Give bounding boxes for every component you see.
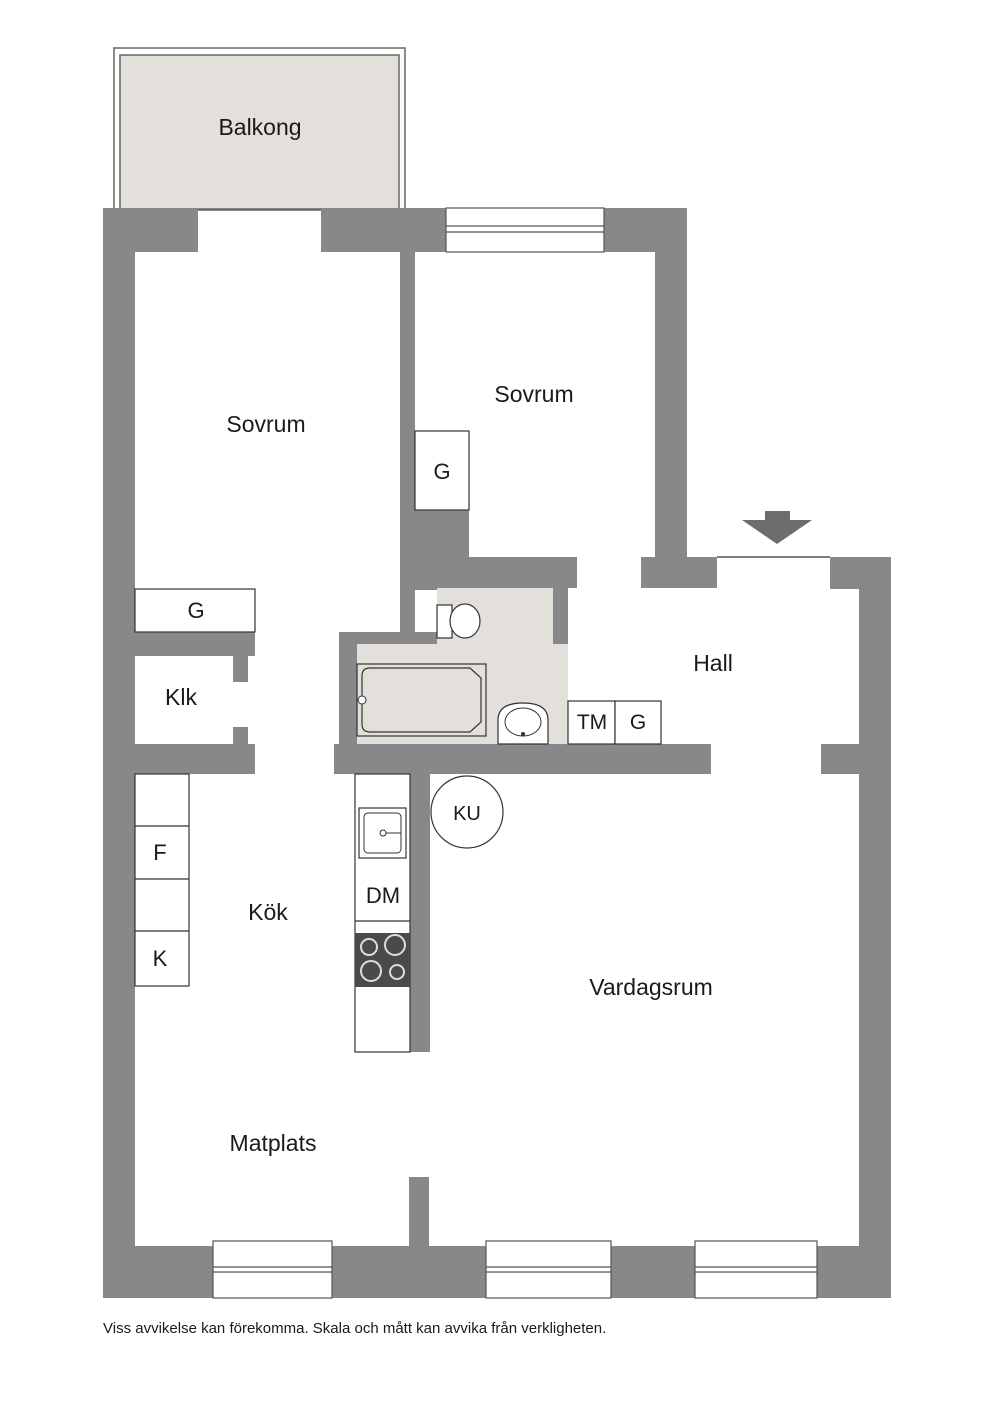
room-label-balkong: Balkong — [218, 114, 301, 140]
room-label-klk: Klk — [165, 684, 197, 710]
toilet-icon — [436, 603, 481, 639]
fixture-label-tm: TM — [577, 711, 607, 734]
window-bedroom-right — [445, 207, 605, 253]
windows — [212, 207, 818, 1299]
window-bottom-3 — [694, 1240, 818, 1299]
washbasin-icon — [497, 702, 549, 745]
wardrobe-right — [414, 430, 470, 511]
entrance-arrow-icon — [717, 511, 830, 558]
room-label-hall: Hall — [693, 650, 733, 676]
room-label-vardagsrum: Vardagsrum — [589, 974, 713, 1000]
wardrobe-left — [134, 588, 256, 633]
room-label-sovrum-left: Sovrum — [226, 411, 305, 437]
fixture-label-f: F — [153, 840, 166, 865]
walls — [103, 208, 891, 1298]
disclaimer: Viss avvikelse kan förekomma. Skala och … — [103, 1320, 607, 1337]
stove-icon — [355, 933, 410, 987]
room-label-kok: Kök — [248, 899, 288, 925]
fixture-label-g-hall: G — [630, 711, 646, 734]
fixture-label-g-left: G — [187, 598, 204, 623]
kitchen-counter-left — [134, 773, 190, 987]
room-label-matplats: Matplats — [230, 1130, 317, 1156]
fixture-label-g-right: G — [433, 459, 450, 484]
balcony — [113, 47, 406, 211]
ku-circle — [430, 775, 504, 849]
kitchen-sink-icon — [358, 807, 407, 859]
room-label-sovrum-right: Sovrum — [494, 381, 573, 407]
window-bottom-2 — [485, 1240, 612, 1299]
fixture-label-k: K — [153, 946, 168, 971]
fixture-label-ku: KU — [453, 803, 481, 825]
tm-box — [567, 700, 616, 745]
bathtub-icon — [356, 663, 487, 737]
bathroom — [356, 588, 568, 745]
fixture-label-dm: DM — [366, 883, 400, 908]
window-bottom-1 — [212, 1240, 333, 1299]
wardrobe-hall — [614, 700, 662, 745]
